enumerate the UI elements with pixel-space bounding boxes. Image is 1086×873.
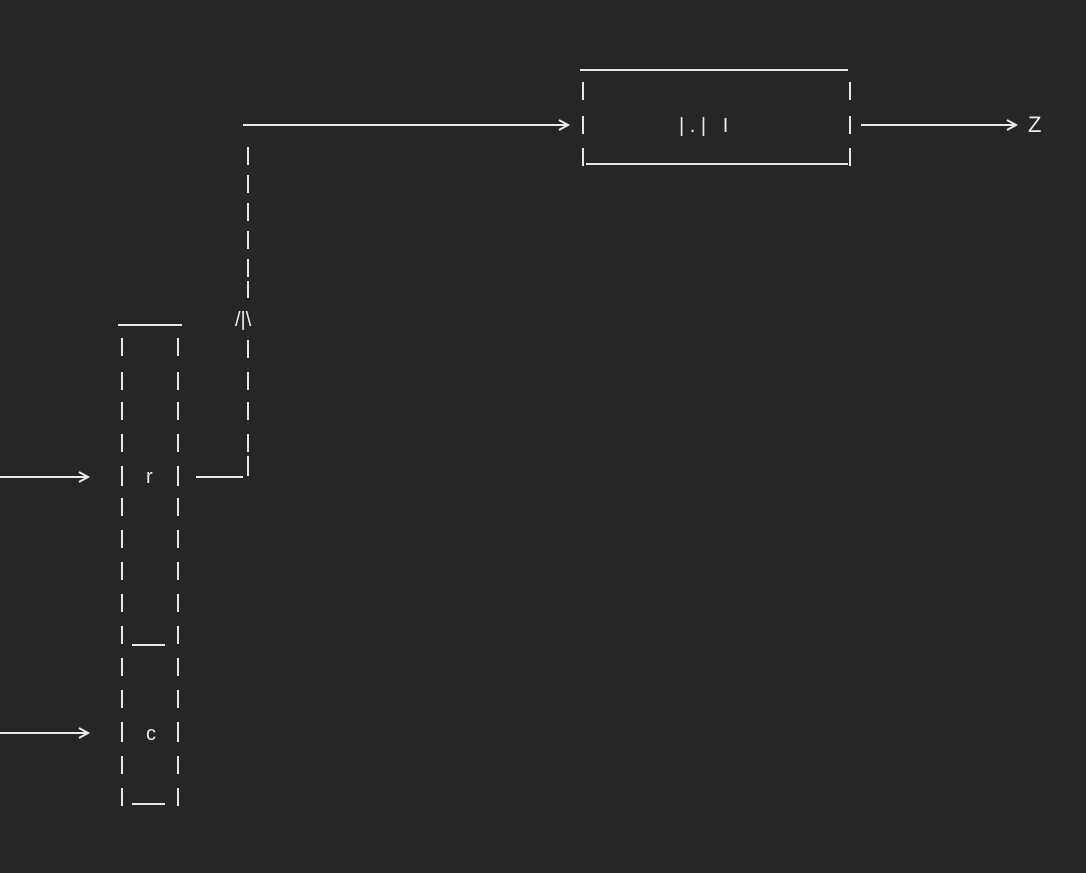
arrowhead <box>558 119 571 131</box>
arrowhead <box>1006 119 1019 131</box>
lower-block-label-bottom: c <box>146 723 156 745</box>
upper-block: | . | I <box>580 69 851 166</box>
input-arrow-bottom <box>0 727 91 739</box>
vertical-connector: /|\ <box>196 147 252 478</box>
junction-symbol: /|\ <box>235 309 252 331</box>
output-label: Z <box>1028 112 1041 137</box>
lower-block-label-top: r <box>146 466 153 488</box>
input-arrow-top <box>0 471 91 483</box>
output-arrow: Z <box>861 112 1041 137</box>
lower-block: r c <box>118 324 182 806</box>
upper-block-label: | . | I <box>679 115 728 137</box>
arrow-to-upper-block <box>243 119 571 131</box>
arrowhead <box>78 471 91 483</box>
arrowhead <box>78 727 91 739</box>
